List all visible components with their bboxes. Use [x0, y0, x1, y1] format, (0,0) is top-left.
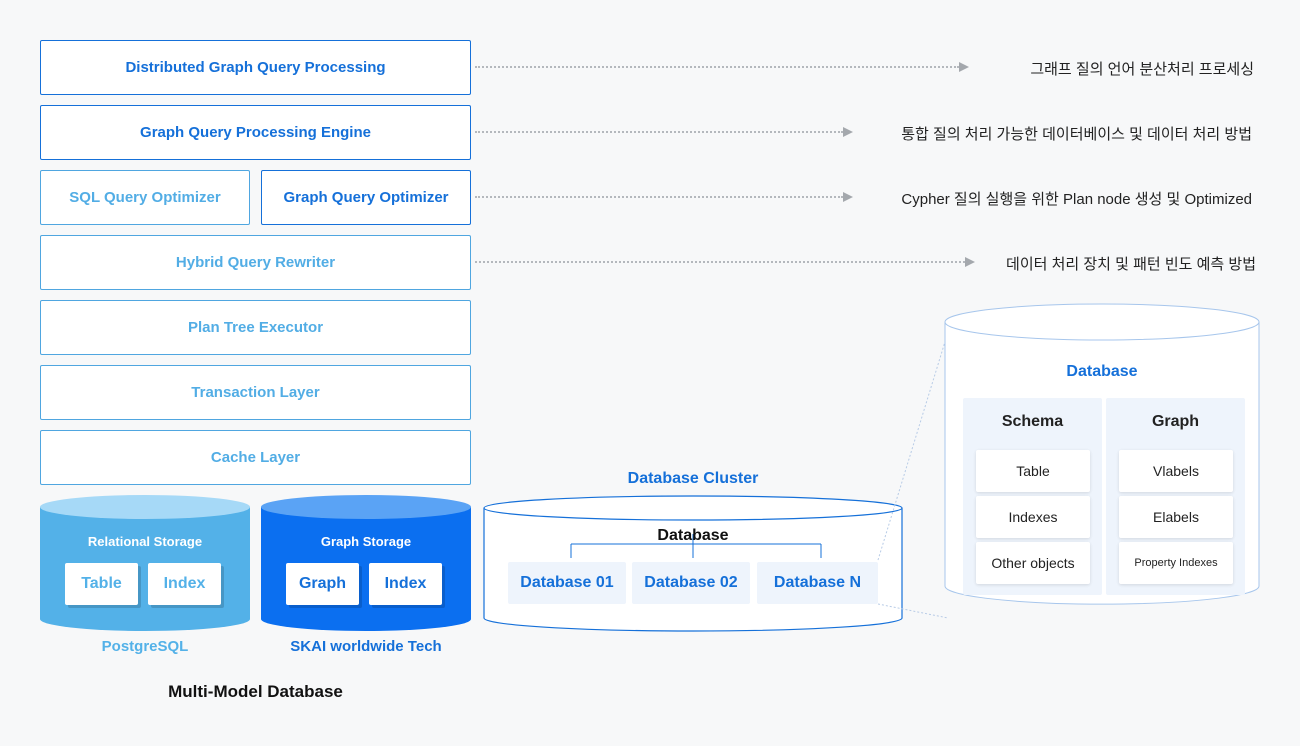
layer-label: Transaction Layer — [191, 384, 320, 401]
arrow-connector — [475, 66, 959, 68]
arrow-head-icon — [959, 62, 969, 72]
description-2: 통합 질의 처리 가능한 데이터베이스 및 데이터 처리 방법 — [901, 126, 1252, 143]
item-label: Vlabels — [1153, 463, 1199, 479]
graph-item-elabels: Elabels — [1119, 496, 1233, 538]
layer-label: Distributed Graph Query Processing — [125, 59, 386, 76]
chip-label: Index — [163, 575, 206, 592]
database-cluster-title: Database Cluster — [627, 470, 759, 487]
relational-table-chip: Table — [65, 563, 138, 605]
arrow-head-icon — [965, 257, 975, 267]
graph-storage-title: Graph Storage — [320, 534, 412, 549]
layer-label: Graph Query Processing Engine — [140, 124, 371, 141]
arrow-head-icon — [843, 127, 853, 137]
schema-item-other-objects: Other objects — [976, 542, 1090, 584]
node-label: Database 01 — [520, 574, 614, 591]
layer-label: Cache Layer — [210, 449, 301, 466]
item-label: Other objects — [991, 555, 1075, 571]
layer-label: Plan Tree Executor — [187, 319, 324, 336]
graph-item-property-indexes: Property Indexes — [1119, 542, 1233, 584]
database-detail-title: Database — [1066, 363, 1138, 380]
arrow-connector — [475, 196, 843, 198]
relational-index-chip: Index — [148, 563, 221, 605]
arrow-connector — [475, 131, 843, 133]
layer-hybrid-query-rewriter: Hybrid Query Rewriter — [40, 235, 471, 290]
node-label: Database 02 — [644, 574, 738, 591]
layer-label: Hybrid Query Rewriter — [175, 254, 336, 271]
chip-label: Index — [384, 575, 427, 592]
layer-label: SQL Query Optimizer — [69, 189, 221, 206]
schema-item-table: Table — [976, 450, 1090, 492]
layer-plan-tree-executor: Plan Tree Executor — [40, 300, 471, 355]
database-02-node: Database 02 — [632, 562, 750, 604]
layer-label: Graph Query Optimizer — [283, 189, 449, 206]
postgresql-label: PostgreSQL — [101, 638, 189, 655]
graph-title: Graph — [1151, 413, 1200, 430]
item-label: Table — [1016, 463, 1050, 479]
layer-graph-query-processing-engine: Graph Query Processing Engine — [40, 105, 471, 160]
item-label: Property Indexes — [1134, 557, 1218, 569]
layer-transaction: Transaction Layer — [40, 365, 471, 420]
multi-model-database-caption: Multi-Model Database — [168, 682, 343, 701]
layer-graph-query-optimizer: Graph Query Optimizer — [261, 170, 471, 225]
cluster-root-label: Database — [657, 527, 729, 544]
schema-item-indexes: Indexes — [976, 496, 1090, 538]
schema-title: Schema — [1001, 413, 1064, 430]
description-4: 데이터 처리 장치 및 패턴 빈도 예측 방법 — [1006, 256, 1256, 273]
graph-panel: Graph Vlabels Elabels Property Indexes — [1106, 398, 1245, 595]
description-1: 그래프 질의 언어 분산처리 프로세싱 — [1030, 61, 1254, 78]
arrow-head-icon — [843, 192, 853, 202]
layer-cache: Cache Layer — [40, 430, 471, 485]
relational-storage-title: Relational Storage — [87, 534, 203, 549]
chip-label: Graph — [298, 575, 347, 592]
layer-sql-query-optimizer: SQL Query Optimizer — [40, 170, 250, 225]
arrow-connector — [475, 261, 965, 263]
skai-worldwide-tech-label: SKAI worldwide Tech — [290, 638, 442, 655]
description-3: Cypher 질의 실행을 위한 Plan node 생성 및 Optimize… — [901, 191, 1252, 208]
schema-panel: Schema Table Indexes Other objects — [963, 398, 1102, 595]
item-label: Elabels — [1153, 509, 1199, 525]
database-n-node: Database N — [757, 562, 878, 604]
item-label: Indexes — [1008, 509, 1058, 525]
chip-label: Table — [81, 575, 122, 592]
layer-distributed-graph-query-processing: Distributed Graph Query Processing — [40, 40, 471, 95]
database-01-node: Database 01 — [508, 562, 626, 604]
graph-index-chip: Index — [369, 563, 442, 605]
node-label: Database N — [773, 574, 862, 591]
graph-item-vlabels: Vlabels — [1119, 450, 1233, 492]
graph-graph-chip: Graph — [286, 563, 359, 605]
